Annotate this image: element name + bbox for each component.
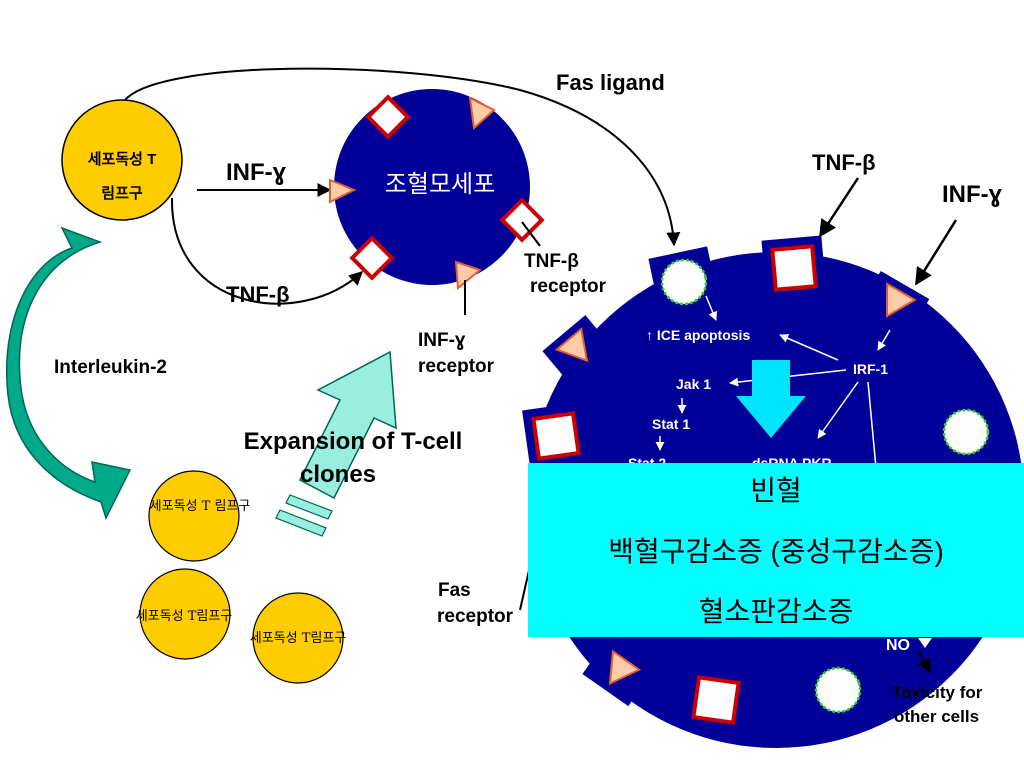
orange-triangle-receptor-icon (329, 178, 357, 204)
no-label: NO (886, 637, 910, 654)
orange-triangle-receptor-icon (582, 637, 654, 707)
interleukin2-curved-arrow (6, 226, 132, 520)
fas-ligand-arrow (124, 67, 681, 247)
irf1-to-ice-arrow (779, 334, 839, 361)
overlay-line-thrombocytopenia: 혈소판감소증 (699, 596, 854, 627)
tcell-top-label-line1: 세포독성 T (88, 150, 157, 168)
irf1-to-dsrna-arrow (817, 381, 859, 439)
green-round-receptor-icon (648, 246, 720, 318)
no-arrow-tip-icon (918, 638, 932, 648)
ice-apoptosis-label: ↑ ICE apoptosis (646, 327, 750, 343)
hematopoietic-stem-cell (334, 89, 530, 285)
interleukin2-label: Interleukin-2 (54, 357, 167, 378)
tnf-beta-receptor-label-line1: TNF-β (524, 251, 579, 272)
orange-triangle-receptor-icon (454, 260, 483, 290)
orange-triangle-receptor-icon (858, 270, 930, 338)
red-square-receptor-icon (761, 235, 827, 301)
irf1-label: IRF-1 (853, 361, 888, 377)
tcell-small-2-label: 세포독성 T림프구 (136, 609, 233, 624)
expansion-label-line1: Expansion of T-cell (244, 428, 463, 455)
tnf-beta-receptor-pointer (521, 221, 541, 247)
tnf-beta-receptor-label-line2: receptor (530, 276, 607, 297)
toxicity-label-line2: other cells (894, 707, 979, 726)
cytotoxic-tcell-small-2 (139, 568, 231, 660)
hematopoietic-cell-label: 조혈모세포 (385, 171, 495, 198)
green-round-receptor-icon (799, 651, 877, 729)
green-round-receptor-icon (936, 402, 996, 462)
inf-gamma-label-top: INF-ɣ (226, 159, 287, 186)
overlay-line-leukopenia: 백혈구감소증 (중성구감소증) (608, 536, 944, 567)
cytotoxic-tcell-top (61, 99, 183, 221)
triangle-receptor-to-irf1-arrow (877, 329, 891, 351)
stat1-label: Stat 1 (652, 416, 690, 432)
inf-gamma-receptor-label-line1: INF-ɣ (418, 330, 466, 351)
red-square-receptor-icon (522, 402, 590, 470)
orange-triangle-receptor-icon (542, 315, 614, 385)
receptor-to-ice-arrow (705, 295, 718, 321)
expansion-arrow (275, 350, 397, 537)
fas-receptor-label-line2: receptor (437, 606, 514, 627)
inf-gamma-arrow-right (914, 219, 958, 286)
overlay-line-anemia: 빈혈 (750, 475, 802, 506)
orange-triangle-receptor-icon (468, 96, 496, 131)
cytotoxic-tcell-small-3 (252, 592, 344, 684)
jak1-label: Jak 1 (676, 376, 711, 392)
cytopenia-overlay-box (528, 463, 1024, 637)
toxicity-label-line1: Toxicity for (892, 683, 983, 702)
fas-receptor-label-line1: Fas (438, 580, 471, 601)
tcell-small-3-label: 세포독성 T림프구 (250, 631, 347, 646)
tcell-small-1-label: 세포독성 T 림프구 (150, 499, 251, 514)
tnf-beta-label-right: TNF-β (812, 150, 876, 175)
tnf-beta-label-left: TNF-β (226, 282, 290, 307)
fas-ligand-label: Fas ligand (556, 70, 665, 95)
expansion-label-line2: clones (300, 461, 376, 488)
tcell-top-label-line2: 림프구 (101, 184, 143, 202)
no-to-toxicity-arrow (917, 649, 931, 674)
cytotoxic-tcell-small-1 (148, 470, 240, 562)
tnf-beta-arrow-left (170, 197, 364, 305)
red-square-receptor-icon (682, 666, 750, 734)
tnf-beta-arrow-right (818, 177, 860, 238)
inf-gamma-receptor-label-line2: receptor (418, 356, 495, 377)
inf-gamma-label-right: INF-ɣ (942, 181, 1003, 208)
big-cyan-down-arrow (736, 360, 806, 438)
irf1-down-line (867, 381, 877, 469)
